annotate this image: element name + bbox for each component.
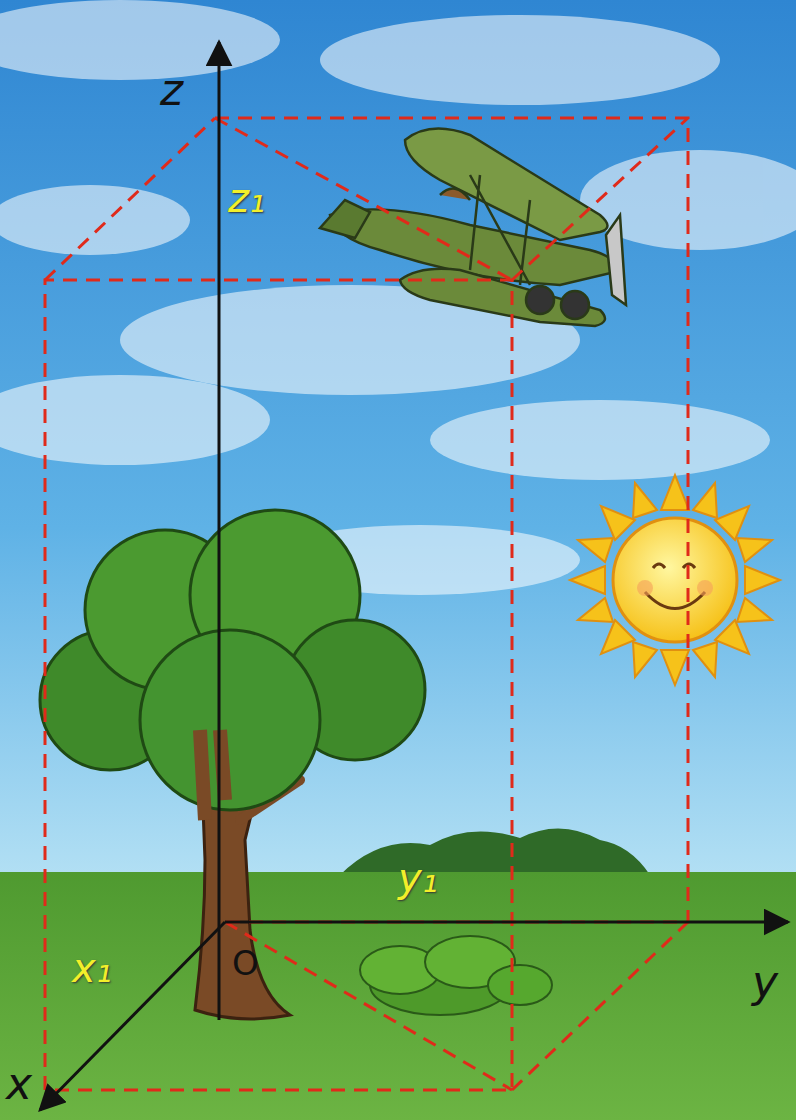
hills xyxy=(340,828,650,875)
origin-label: O xyxy=(232,946,259,980)
ground xyxy=(0,872,796,1120)
axis-label: z xyxy=(160,68,183,112)
coordinate-box xyxy=(45,118,688,1090)
tree xyxy=(40,510,425,1019)
sun xyxy=(570,475,780,685)
axis-label: x xyxy=(6,1062,32,1106)
coordinate-label: x₁ xyxy=(72,948,112,988)
bush xyxy=(360,936,552,1015)
coordinate-label: z₁ xyxy=(228,178,265,218)
biplane xyxy=(320,129,626,326)
clouds xyxy=(0,0,796,595)
axes xyxy=(40,42,788,1110)
axis-label: y xyxy=(752,960,778,1004)
coordinate-label: y₁ xyxy=(398,858,438,898)
